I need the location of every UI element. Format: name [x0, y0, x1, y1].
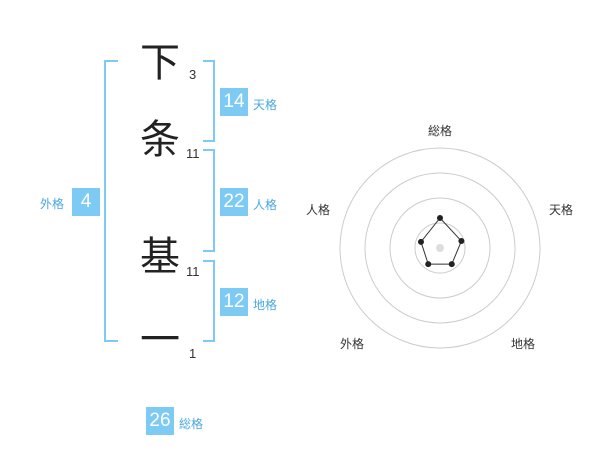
radar-point-3: [448, 261, 455, 268]
gaikaku-value-badge: 4: [72, 188, 100, 216]
radar-label-gaikaku: 外格: [340, 337, 365, 351]
radar-polygon: [420, 217, 462, 265]
radar-ring-3: [364, 172, 516, 324]
radar-point-1: [437, 215, 443, 221]
radar-point-4: [425, 261, 432, 268]
chikaku-label: 地格: [253, 298, 278, 312]
gaikaku-bracket: [104, 60, 118, 342]
chikaku-bracket: [203, 260, 215, 342]
name-char-4: 一: [140, 317, 180, 363]
radar-label-tenkaku: 天格: [549, 203, 574, 217]
tenkaku-value-badge: 14: [220, 88, 248, 116]
chikaku-value-badge: 12: [220, 288, 248, 316]
radar-point-5: [417, 238, 424, 245]
radar-ring-2: [389, 197, 491, 299]
name-char-3: 基: [140, 234, 180, 280]
tenkaku-bracket: [203, 60, 215, 142]
jinkaku-value-badge: 22: [220, 188, 248, 216]
stroke-count-4: 1: [189, 346, 197, 361]
soukaku-label: 総格: [179, 417, 204, 431]
radar-label-chikaku: 地格: [511, 337, 536, 351]
stroke-count-1: 3: [189, 67, 197, 82]
radar-ring-1: [414, 222, 466, 274]
tenkaku-label: 天格: [253, 98, 278, 112]
radar-point-2: [458, 238, 465, 245]
stroke-count-3: 11: [186, 264, 200, 279]
radar-ring-4: [339, 147, 541, 349]
name-char-2: 条: [140, 117, 180, 163]
soukaku-value-badge: 26: [146, 407, 174, 435]
radar-center: [436, 244, 444, 252]
radar-label-soukaku: 総格: [428, 124, 453, 138]
name-char-1: 下: [140, 40, 180, 86]
jinkaku-label: 人格: [253, 198, 278, 212]
gaikaku-label: 外格: [40, 197, 65, 211]
stroke-count-2: 11: [186, 146, 200, 161]
radar-label-jinkaku: 人格: [306, 203, 331, 217]
jinkaku-bracket: [203, 149, 215, 252]
